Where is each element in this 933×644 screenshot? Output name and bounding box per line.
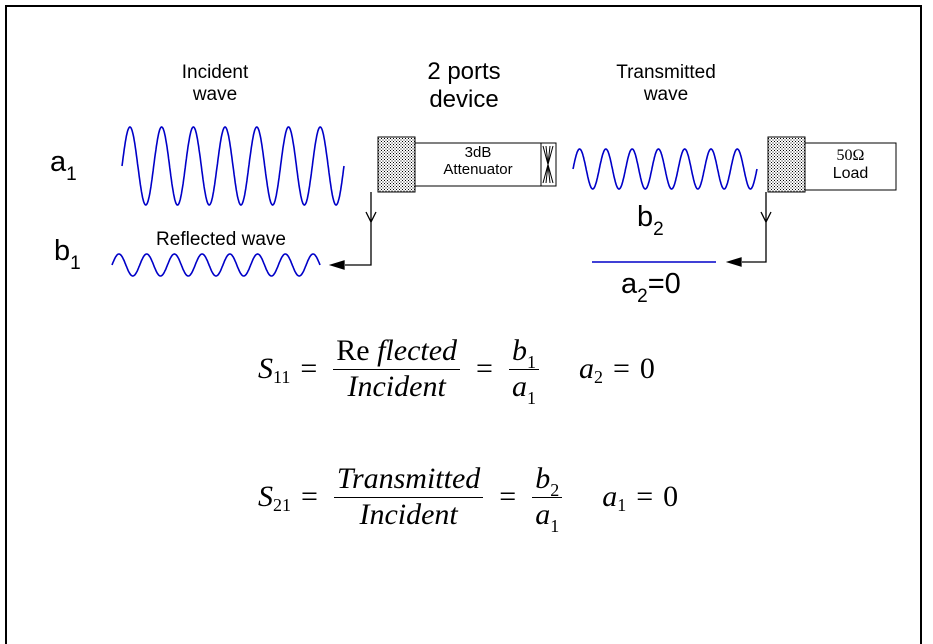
- reflected-wave-label: Reflected wave: [156, 229, 286, 250]
- transmitted-wave: [572, 148, 758, 190]
- reflection-arrow-left: [328, 192, 377, 270]
- symbol-b2: b2: [637, 201, 664, 240]
- reflected-wave: [111, 253, 321, 277]
- reflection-arrow-right: [725, 192, 772, 267]
- symbol-a2-zero: a2=0: [621, 268, 681, 307]
- attenuator-device: [377, 136, 557, 193]
- load-device: [767, 136, 897, 193]
- slide-frame: [5, 5, 922, 644]
- symbol-a1: a1: [50, 146, 77, 185]
- symbol-b1: b1: [54, 235, 81, 274]
- incident-wave: [121, 126, 345, 206]
